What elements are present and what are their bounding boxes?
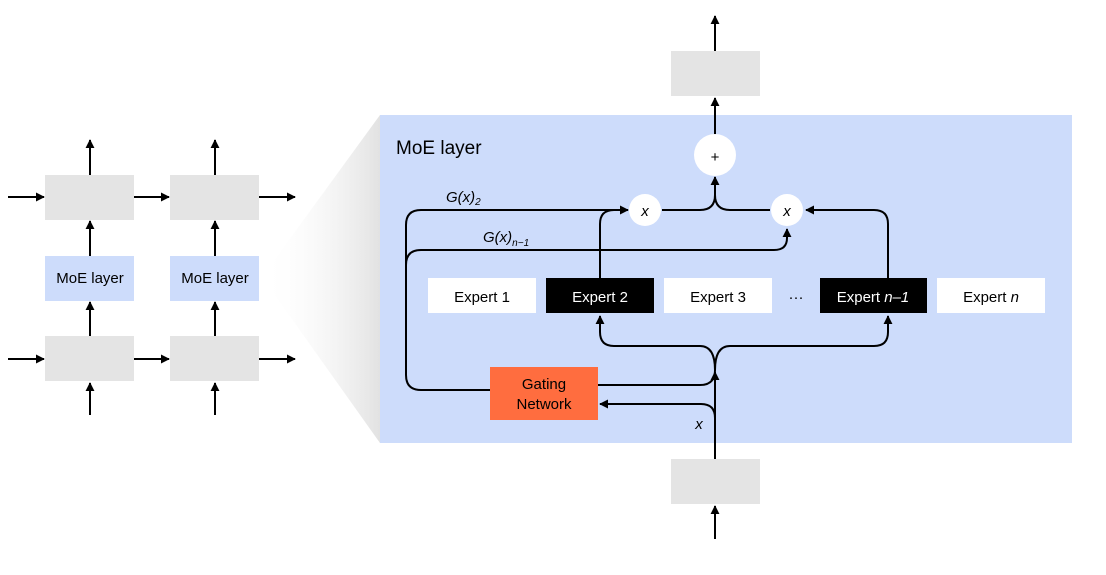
layer-box-bottom-2	[170, 336, 259, 381]
expert-n-1-box	[820, 278, 927, 313]
gate-weight-label-n-1: G(x)n−1	[483, 229, 529, 249]
multiply-node-expert-n-1	[771, 194, 803, 226]
input-layer-box	[671, 459, 760, 504]
moe-panel-title: MoE layer	[396, 138, 482, 159]
expert-1-box	[428, 278, 536, 313]
left-stack	[8, 139, 296, 415]
gating-network-box	[490, 367, 598, 420]
expert-1-label: Expert 1	[454, 289, 510, 306]
input-label: x	[694, 416, 703, 433]
expert-3-label: Expert 3	[690, 289, 746, 306]
experts-ellipsis: ···	[789, 289, 804, 306]
gating-network-label-line2: Network	[516, 396, 572, 413]
multiply-node-expert-2	[629, 194, 661, 226]
sum-node	[694, 134, 736, 176]
moe-box-1-label: MoE layer	[56, 270, 124, 287]
expert-3-box	[664, 278, 772, 313]
layer-box-bottom-1	[45, 336, 134, 381]
layer-box-top-1	[45, 175, 134, 220]
expert-n-box	[937, 278, 1045, 313]
gate-weight-label-2: G(x)2	[446, 189, 481, 208]
moe-box-1	[45, 256, 134, 301]
moe-connections	[405, 176, 893, 459]
sum-symbol: +	[711, 149, 720, 166]
expert-2-label: Expert 2	[572, 289, 628, 306]
expert-2-box	[546, 278, 654, 313]
expert-n-label: Expert n	[963, 289, 1019, 306]
multiply-symbol-2: x	[782, 203, 791, 220]
moe-box-2	[170, 256, 259, 301]
expert-n-1-label: Expert n–1	[837, 289, 910, 306]
zoom-funnel	[262, 115, 380, 443]
multiply-symbol-1: x	[640, 203, 649, 220]
output-layer-box	[671, 51, 760, 96]
gating-network-label-line1: Gating	[522, 376, 566, 393]
layer-box-top-2	[170, 175, 259, 220]
moe-box-2-label: MoE layer	[181, 270, 249, 287]
